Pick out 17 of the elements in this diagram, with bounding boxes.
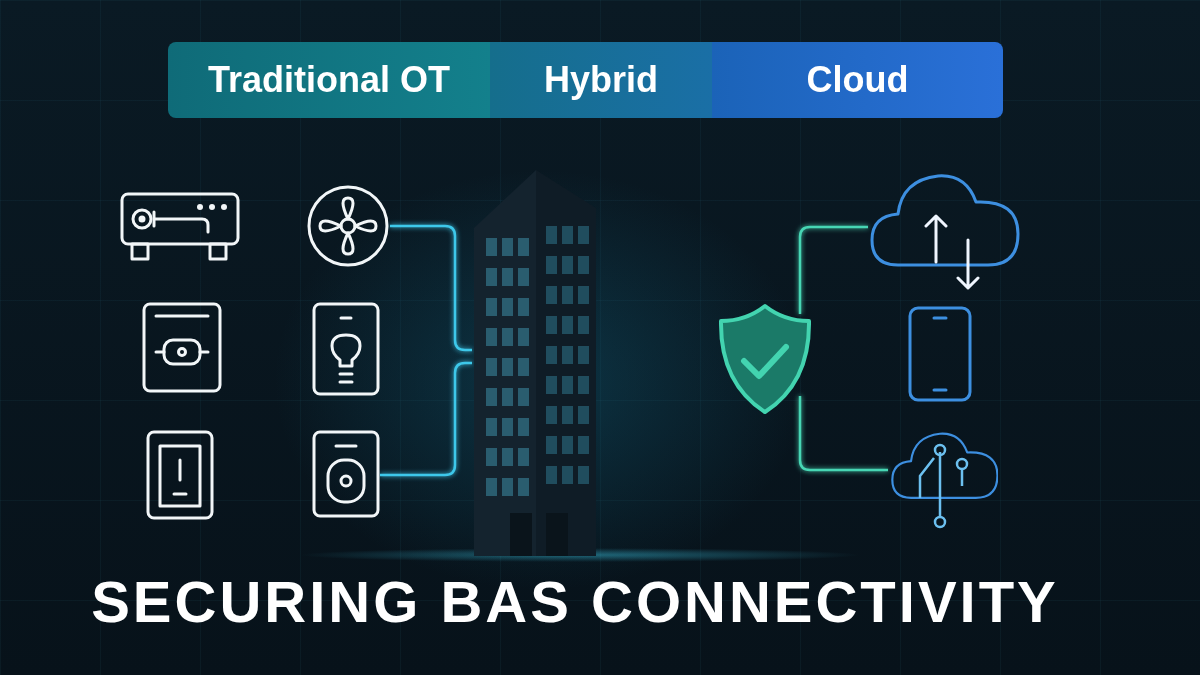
sensor-icon — [312, 430, 380, 518]
title: SECURING BAS CONNECTIVITY — [90, 568, 1060, 635]
connector-line — [798, 396, 888, 472]
tab: Traditional OT — [168, 42, 490, 118]
building-drawing — [472, 168, 598, 556]
thermostat-icon — [142, 302, 222, 393]
smartphone-icon — [908, 306, 972, 402]
tab: Hybrid — [490, 42, 712, 118]
wall-switch-icon — [146, 430, 214, 520]
tab: Cloud — [712, 42, 1003, 118]
shield-check-icon — [718, 303, 812, 415]
light-switch-icon — [312, 302, 380, 396]
connector-line — [380, 361, 472, 477]
control-unit-icon — [120, 192, 240, 262]
connector-line — [798, 225, 868, 314]
connector-line — [390, 224, 472, 352]
fan-icon — [306, 184, 390, 268]
